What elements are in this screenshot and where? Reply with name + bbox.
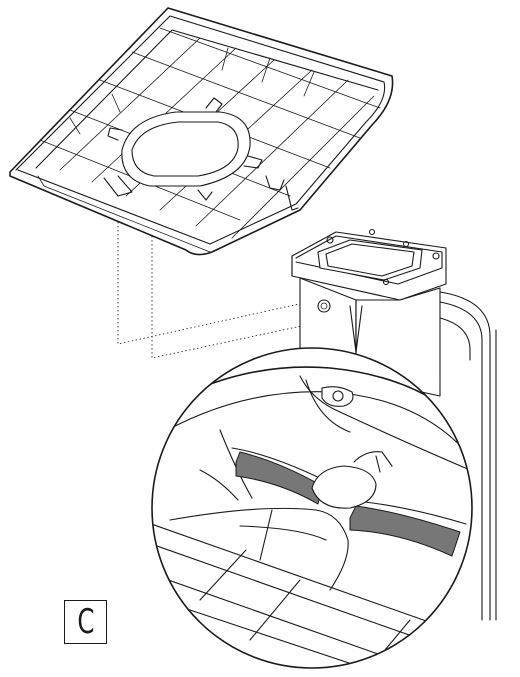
mounting-post [291,228,497,621]
step-label: C [76,602,95,642]
leader-lines [117,222,349,359]
step-label-box: C [64,600,107,644]
detail-magnifier [151,347,473,669]
tray-grid [9,7,394,256]
